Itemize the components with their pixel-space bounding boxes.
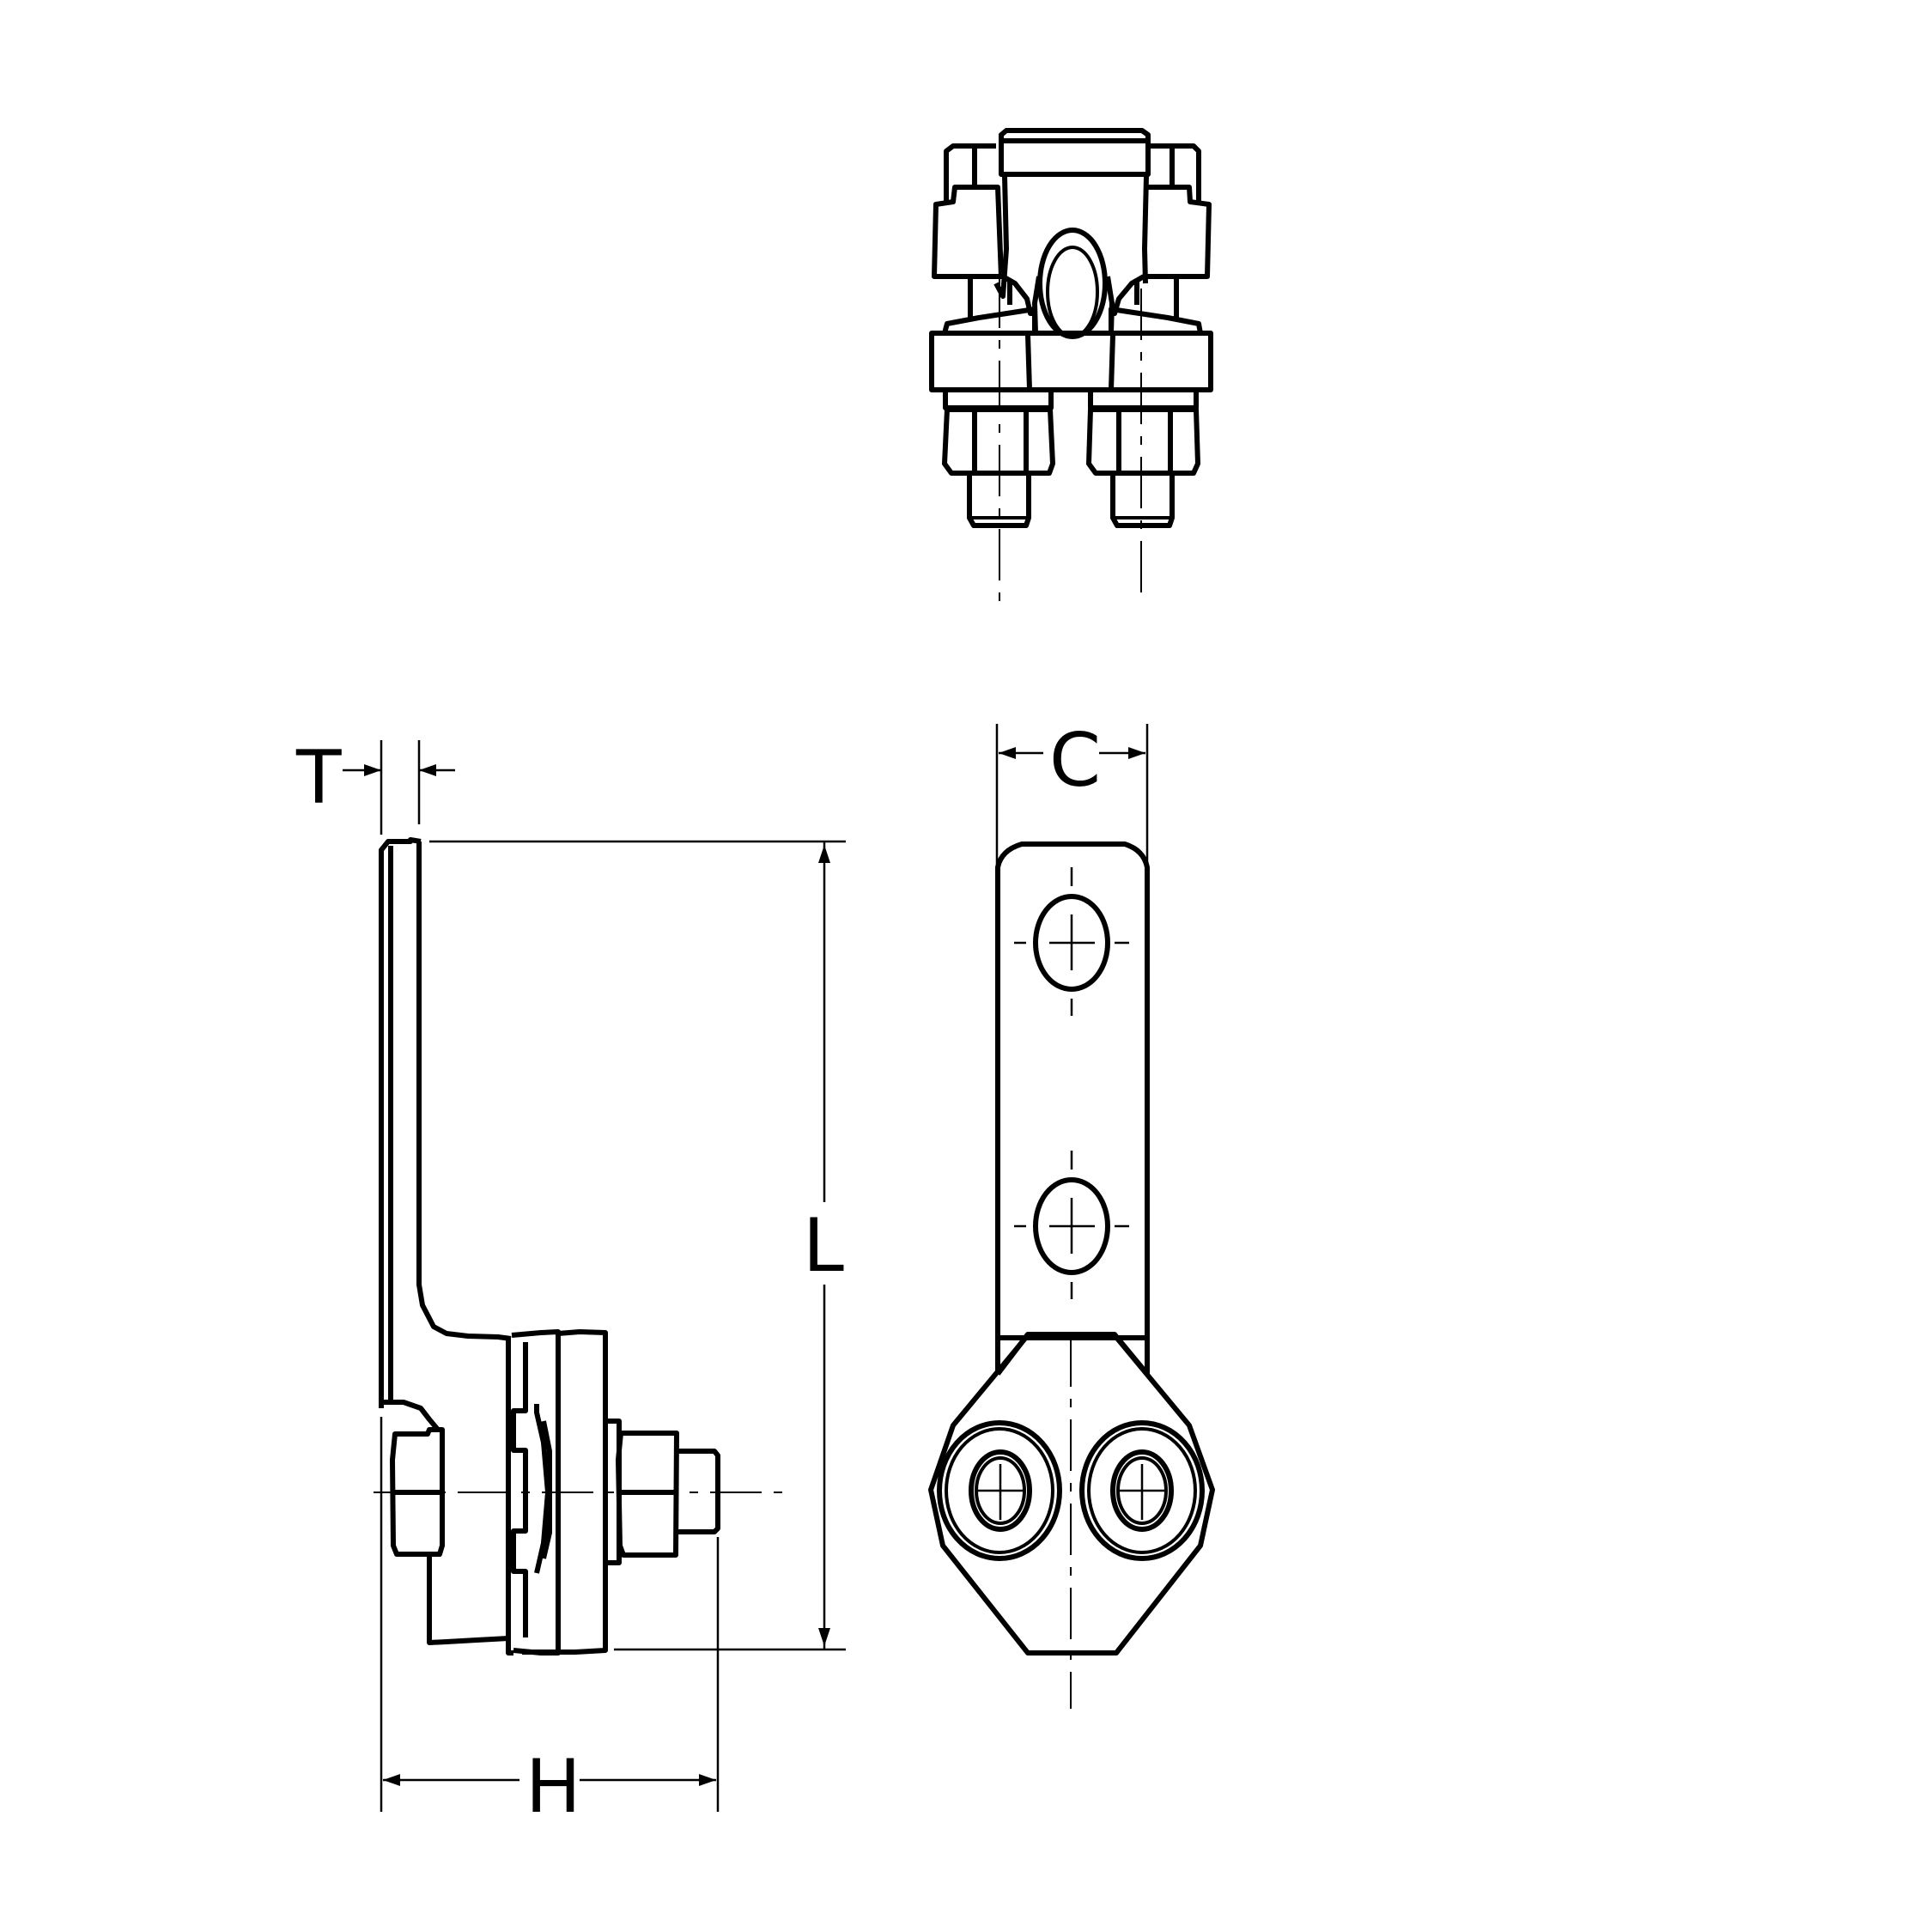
front-view — [928, 841, 1215, 1709]
dimension-c: C — [995, 718, 1149, 867]
right-nut-outer — [1079, 1420, 1205, 1561]
dimension-label-h: H — [526, 1744, 581, 1830]
dimension-label-l: L — [803, 1203, 844, 1289]
dimension-t: T — [295, 735, 455, 835]
right-stud — [1110, 1449, 1174, 1532]
left-nut-outer — [937, 1420, 1062, 1561]
dimension-label-c: C — [1049, 718, 1101, 804]
dimension-h: H — [383, 1744, 716, 1830]
top-view — [929, 128, 1213, 610]
tongue-hole-lower — [1033, 1177, 1110, 1275]
tongue-hole-upper — [1033, 894, 1110, 992]
dimension-l: L — [803, 841, 844, 1649]
side-view — [374, 837, 846, 1812]
dimension-label-t: T — [295, 735, 342, 821]
left-stud — [969, 1449, 1032, 1532]
